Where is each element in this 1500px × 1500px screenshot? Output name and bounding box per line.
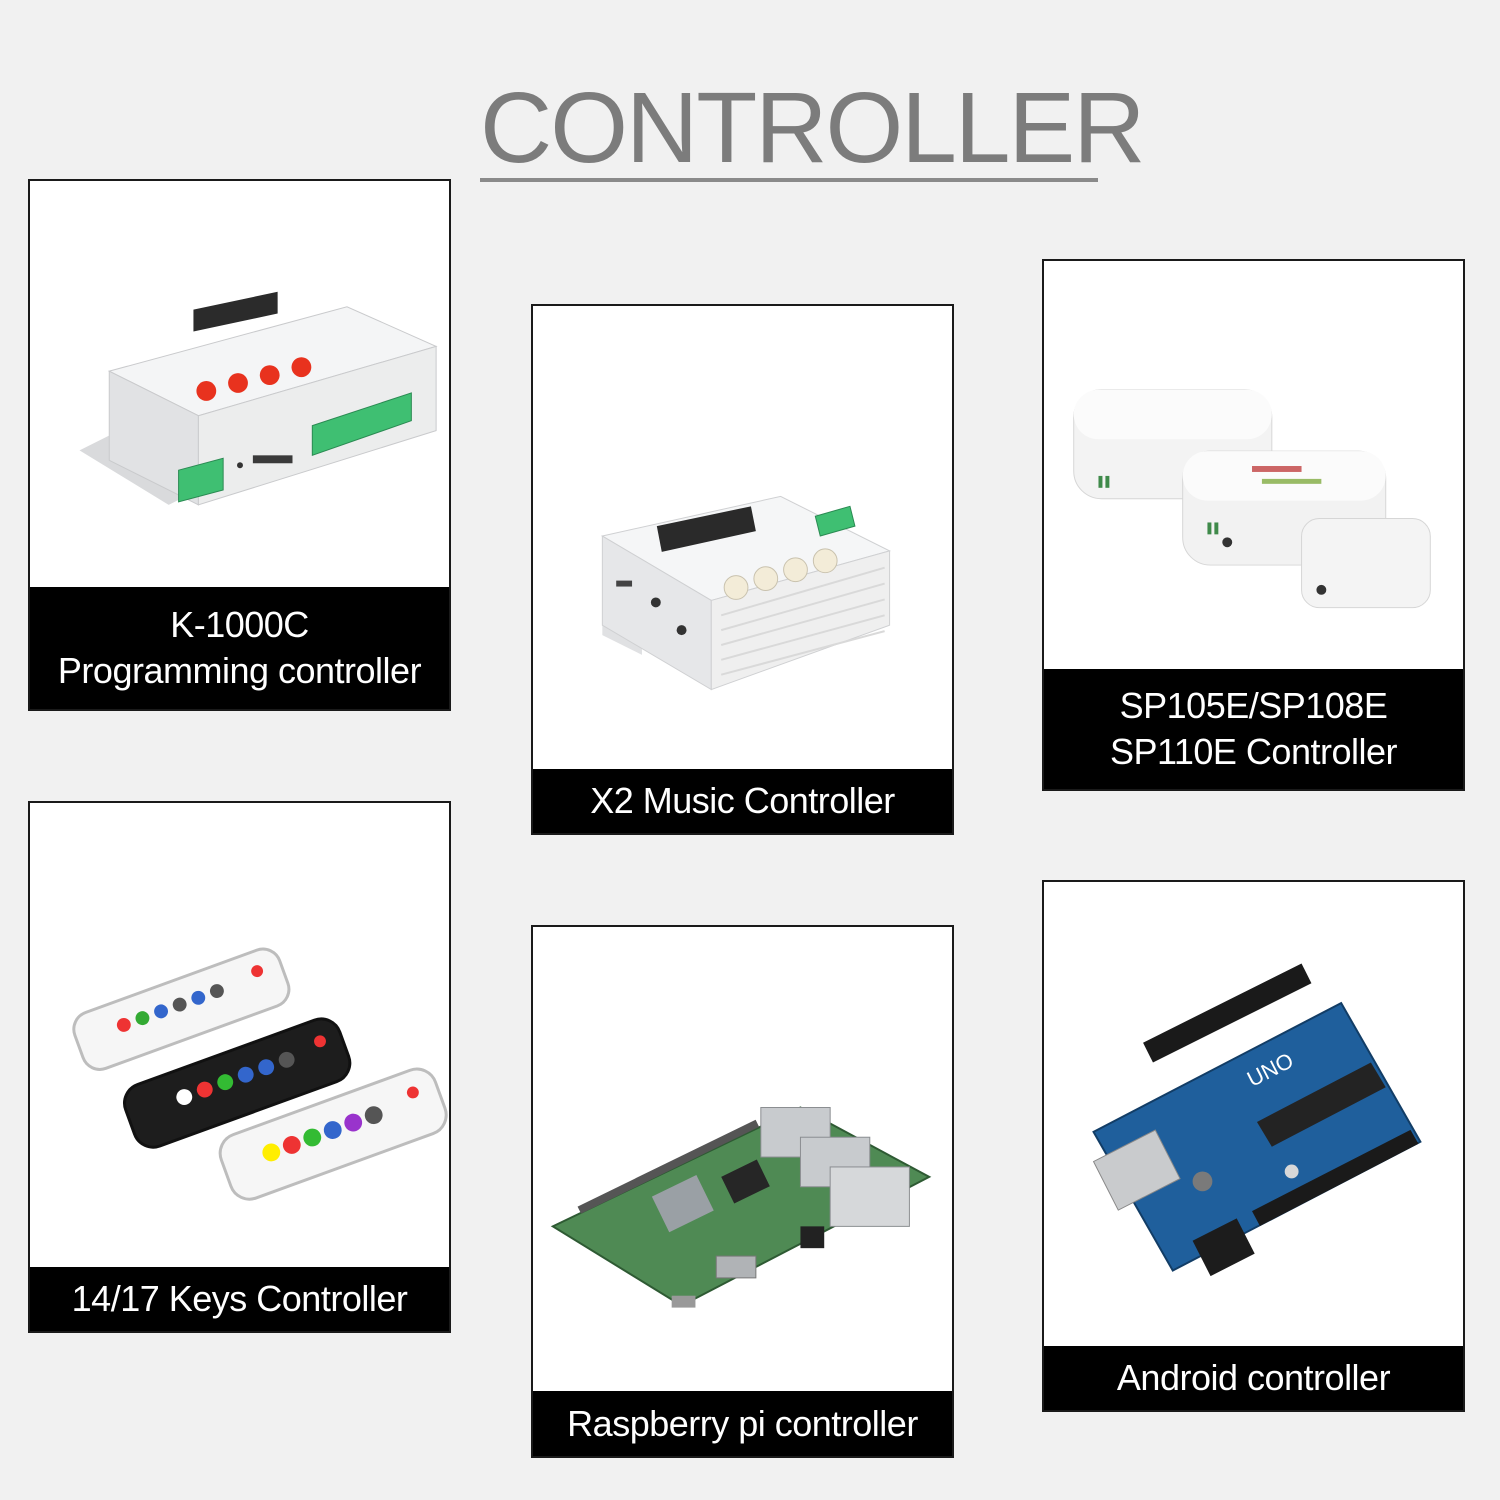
- product-card-rpi[interactable]: Raspberry pi controller: [531, 925, 954, 1458]
- product-label: SP105E/SP108E SP110E Controller: [1044, 669, 1463, 789]
- product-label: X2 Music Controller: [533, 769, 952, 833]
- page-title: CONTROLLER: [480, 72, 1145, 184]
- product-name: 14/17 Keys Controller: [71, 1278, 408, 1319]
- music-controller-icon: [533, 306, 952, 773]
- product-name: Android controller: [1116, 1357, 1391, 1398]
- product-description: SP110E Controller: [1110, 731, 1398, 772]
- product-description: Programming controller: [57, 650, 422, 691]
- product-label: Raspberry pi controller: [533, 1391, 952, 1456]
- product-label: 14/17 Keys Controller: [30, 1267, 449, 1331]
- product-label: Android controller: [1044, 1346, 1463, 1410]
- product-card-arduino[interactable]: UNO Android controller: [1042, 880, 1465, 1412]
- product-name: X2 Music Controller: [590, 780, 895, 821]
- product-card-k1000c[interactable]: K-1000C Programming controller: [28, 179, 451, 711]
- arduino-board-icon: UNO: [1044, 882, 1463, 1350]
- raspberry-pi-board-icon: [533, 927, 952, 1395]
- product-model: SP105E/SP108E: [1119, 685, 1388, 726]
- product-card-sp[interactable]: SP105E/SP108E SP110E Controller: [1042, 259, 1465, 791]
- product-card-x2[interactable]: X2 Music Controller: [531, 304, 954, 835]
- product-label: K-1000C Programming controller: [30, 587, 449, 709]
- product-model: K-1000C: [170, 604, 309, 645]
- programming-controller-icon: [30, 181, 449, 591]
- title-underline: [480, 178, 1098, 182]
- remote-control-icon: [30, 803, 449, 1270]
- product-card-keys[interactable]: 14/17 Keys Controller: [28, 801, 451, 1333]
- product-name: Raspberry pi controller: [567, 1402, 918, 1444]
- bluetooth-controller-icon: [1044, 261, 1463, 673]
